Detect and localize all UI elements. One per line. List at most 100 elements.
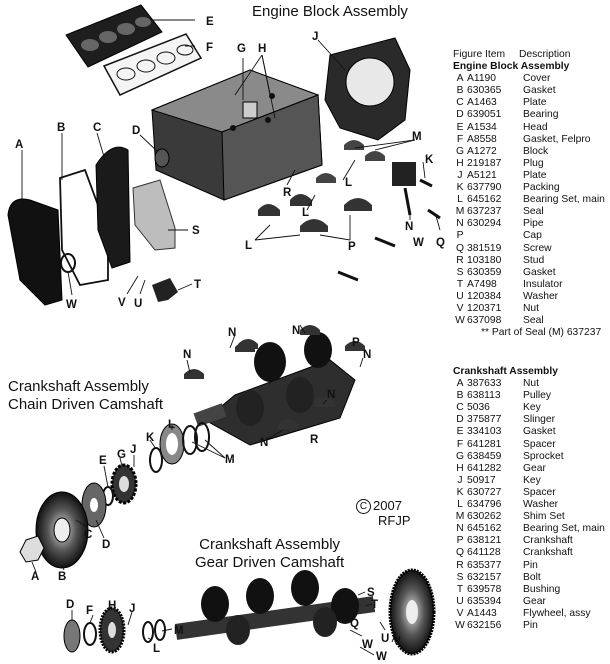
item-letter: D xyxy=(456,109,464,121)
part-description: Gasket xyxy=(523,266,556,278)
part-number: 637790 xyxy=(467,182,502,194)
callout-gear-d: D xyxy=(66,599,74,611)
part-number: 645162 xyxy=(467,194,502,206)
part-number: 630365 xyxy=(467,85,502,97)
gear-leader-lines xyxy=(71,591,397,656)
front-plate-part xyxy=(95,146,131,269)
chain-crankshaft-title: Crankshaft Assembly Chain Driven Camshaf… xyxy=(8,378,163,414)
sprocket-gear-part xyxy=(110,463,138,505)
part-description: Pin xyxy=(523,559,538,571)
callout-c: C xyxy=(93,122,101,134)
item-letter: T xyxy=(456,583,464,595)
crank-parts-heading: Crankshaft Assembly xyxy=(453,366,558,377)
part-number: 634796 xyxy=(467,499,502,511)
item-letter: C xyxy=(456,402,464,414)
part-number: 630727 xyxy=(467,486,502,498)
part-number: 120384 xyxy=(467,290,502,302)
callout-h: H xyxy=(258,43,266,55)
chain-crankshaft-title-line2: Chain Driven Camshaft xyxy=(8,396,164,413)
callout-chain-n-6: N xyxy=(260,437,268,449)
callout-chain-a: A xyxy=(31,571,39,583)
part-number: 632157 xyxy=(467,571,502,583)
item-letter: W xyxy=(455,619,465,631)
item-letter: J xyxy=(457,169,463,181)
part-number: 635394 xyxy=(467,595,502,607)
part-description: Insulator xyxy=(523,278,563,290)
callout-chain-k: K xyxy=(146,432,155,444)
engine-block-title: Engine Block Assembly xyxy=(252,3,408,20)
part-description: Pin xyxy=(523,619,538,631)
callout-chain-n-4: N xyxy=(363,349,371,361)
shim-set-part xyxy=(154,619,166,641)
part-number: 630359 xyxy=(467,266,502,278)
slinger-part xyxy=(81,482,107,528)
part-description: Washer xyxy=(523,290,559,302)
engine-parts-table: Figure Item Description Engine Block Ass… xyxy=(453,49,605,339)
item-letter: M xyxy=(455,206,465,218)
part-number: 641128 xyxy=(467,547,501,559)
item-letter: Q xyxy=(455,242,464,254)
gear-crankshaft-part xyxy=(174,570,376,645)
part-description: Gear xyxy=(523,595,546,607)
part-description: Pipe xyxy=(523,218,544,230)
callout-chain-r: R xyxy=(310,434,319,446)
part-number: 334103 xyxy=(467,426,502,438)
callout-gear-w: W xyxy=(362,639,373,651)
part-number: 50917 xyxy=(467,474,496,486)
callout-t: T xyxy=(194,279,201,291)
part-description: Block xyxy=(523,145,549,157)
chain-crankshaft-title-line1: Crankshaft Assembly xyxy=(8,378,149,395)
callout-j: J xyxy=(312,31,318,43)
callout-chain-d: D xyxy=(102,539,110,551)
item-letter: E xyxy=(456,121,464,133)
part-description: Screw xyxy=(523,242,552,254)
item-letter: S xyxy=(456,571,464,583)
callout-v: V xyxy=(118,297,126,309)
part-number: 637098 xyxy=(467,315,502,327)
part-description: Key xyxy=(523,474,541,486)
callout-chain-n: N xyxy=(228,327,236,339)
part-description: Bushing xyxy=(523,583,561,595)
part-number: 5036 xyxy=(467,402,490,414)
callout-p: P xyxy=(348,241,356,253)
part-description: Plug xyxy=(523,157,544,169)
callout-gear-u: U xyxy=(381,633,389,645)
part-number: A8558 xyxy=(467,133,497,145)
part-description: Spacer xyxy=(523,438,556,450)
part-description: Nut xyxy=(523,378,540,390)
callout-f: F xyxy=(206,42,213,54)
item-letter: H xyxy=(456,157,464,169)
cam-bearing-part xyxy=(154,148,170,168)
part-number: 632156 xyxy=(467,619,502,631)
item-letter: K xyxy=(456,182,464,194)
part-number: A1443 xyxy=(467,607,497,619)
pulley-part xyxy=(35,491,89,569)
gear-crankshaft-title-line1: Crankshaft Assembly xyxy=(199,536,341,553)
front-cover-gasket-part xyxy=(59,168,109,287)
callout-gear-l: L xyxy=(153,643,160,655)
callout-l-3: L xyxy=(245,240,252,252)
chain-leader-lines xyxy=(31,324,364,573)
engine-parts-heading: Engine Block Assembly xyxy=(453,61,570,73)
part-description: Bearing Set, main xyxy=(523,194,605,206)
callout-chain-j: J xyxy=(130,444,136,456)
